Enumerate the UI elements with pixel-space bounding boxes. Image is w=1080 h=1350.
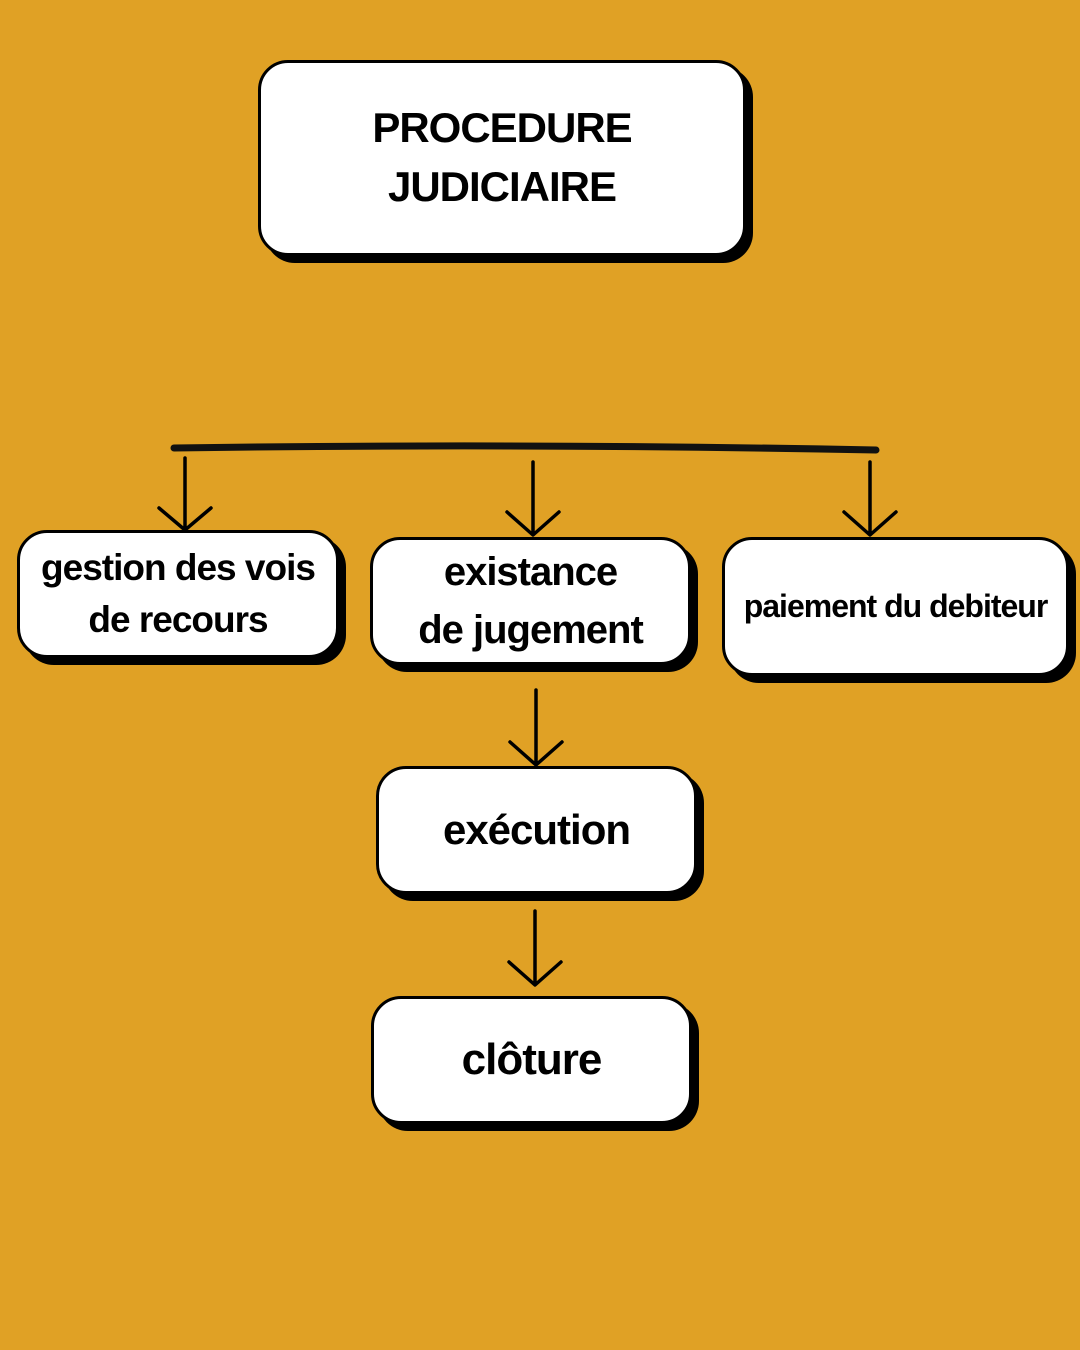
branch-paiement-debiteur: paiement du debiteur bbox=[722, 537, 1069, 676]
step-text: clôture bbox=[461, 1035, 603, 1085]
step-cloture: clôture bbox=[371, 996, 692, 1124]
title-text: PROCEDURE JUDICIAIRE bbox=[372, 104, 632, 210]
arrow-to-cloture bbox=[507, 909, 563, 987]
arrow-to-execution bbox=[508, 688, 564, 767]
title-box: PROCEDURE JUDICIAIRE bbox=[258, 60, 746, 256]
branch-line1: existance bbox=[443, 550, 618, 594]
branch-line bbox=[170, 442, 880, 454]
branch-line2: de jugement bbox=[418, 608, 644, 652]
arrow-to-paiement bbox=[842, 460, 898, 537]
branch-line1: gestion des vois bbox=[41, 547, 316, 589]
branch-line2: de recours bbox=[88, 599, 268, 640]
branch-existance-jugement: existance de jugement bbox=[370, 537, 691, 665]
arrow-to-existance bbox=[505, 460, 561, 537]
arrow-to-gestion bbox=[157, 456, 213, 532]
step-text: exécution bbox=[442, 805, 631, 853]
branch-line1: paiement du debiteur bbox=[743, 588, 1049, 625]
step-execution: exécution bbox=[376, 766, 697, 894]
branch-gestion-recours: gestion des vois de recours bbox=[17, 530, 339, 658]
